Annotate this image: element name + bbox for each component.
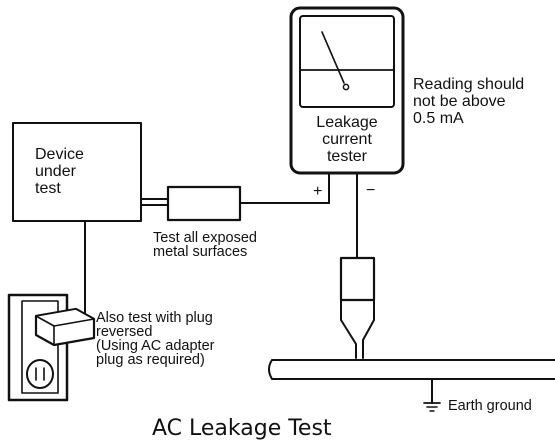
plus-terminal-sign: + [313,183,323,200]
diagram-title: AC Leakage Test [152,416,332,441]
wall-outlet [7,293,69,402]
device-under-test-box [12,122,142,222]
meter-pivot [342,83,350,91]
power-plug [34,307,96,347]
reading-limit-note: Reading should not be above 0.5 mA [413,76,525,127]
tester-label: Leakage current tester [316,114,378,165]
earth-ground-icon [423,402,441,412]
outlet-recess [21,300,59,394]
probe-instruction: Test all exposed metal surfaces [153,230,257,260]
test-probe [166,185,242,222]
minus-terminal-sign: − [366,182,376,199]
ground-pipe [268,359,555,380]
meter-face [299,15,395,108]
earth-ground-label: Earth ground [448,398,532,414]
plug-reversal-note: Also test with plug reversed (Using AC a… [96,310,215,368]
lower-receptacle [26,359,54,389]
device-under-test-label: Device under test [35,146,84,197]
leakage-current-tester [289,6,405,175]
outlet-plate [7,293,69,402]
meter-needle [321,31,345,84]
ground-clip [339,256,376,359]
